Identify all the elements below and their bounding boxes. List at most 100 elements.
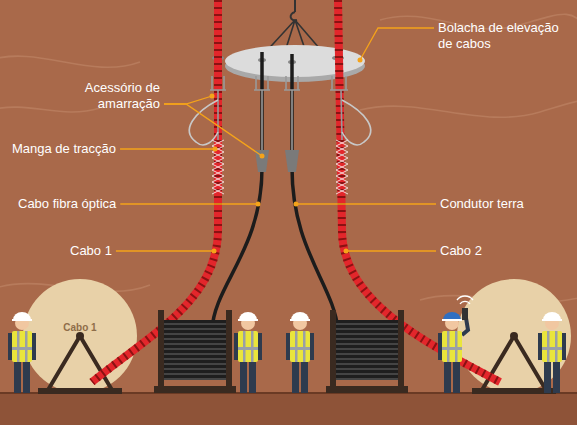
illustration-part: [212, 146, 224, 152]
illustration-part: [291, 12, 297, 20]
illustration-part: [294, 0, 296, 12]
illustration-part: [158, 310, 164, 393]
worker: [8, 312, 36, 393]
illustration-part: [301, 360, 308, 393]
leader-line: [346, 250, 436, 251]
illustration-part: [336, 359, 398, 360]
illustration-part: [330, 76, 348, 90]
illustration-part: [212, 176, 224, 182]
illustration-part: [212, 182, 224, 188]
winches: [154, 310, 408, 393]
illustration-part: [8, 333, 12, 360]
illustration-part: [23, 360, 30, 393]
illustration-part: [542, 347, 562, 350]
illustration-part: [336, 152, 348, 158]
illustration-part: [225, 45, 365, 77]
illustration-part: [234, 333, 238, 360]
power-cables: [92, 0, 500, 382]
illustration-part: [336, 182, 348, 188]
illustration-part: [336, 182, 348, 188]
illustration-part: [38, 388, 122, 394]
callout-label: Bolacha de elevação de cabos: [438, 20, 570, 52]
illustration-part: [212, 188, 224, 194]
illustration-part: [164, 334, 226, 335]
illustration-part: [510, 332, 518, 340]
illustration-part: [398, 310, 404, 393]
worker: [538, 312, 566, 393]
illustration-part: [0, 56, 140, 67]
illustration-part: [336, 188, 348, 194]
illustration-part: [442, 331, 462, 362]
illustration-part: [336, 170, 348, 176]
illustration-part: [342, 100, 371, 145]
attachment-fittings: [189, 76, 370, 150]
illustration-part: [336, 379, 398, 380]
workers: [8, 296, 566, 393]
illustration-part: [336, 374, 398, 375]
illustration-part: [226, 310, 232, 393]
illustration-part: [336, 152, 348, 158]
illustration-part: [290, 319, 310, 321]
illustration-part: [258, 333, 262, 360]
leader-dot: [260, 154, 265, 159]
illustration-part: [472, 388, 556, 394]
leader-line: [120, 203, 258, 204]
illustration-part: [285, 150, 299, 172]
illustration-part: [12, 319, 32, 321]
worker: [438, 296, 473, 393]
illustration-part: [336, 164, 348, 170]
leader-dot: [344, 249, 349, 254]
illustration-part: [14, 360, 21, 393]
worker: [286, 312, 314, 393]
illustration-part: [330, 310, 336, 393]
illustration-part: [336, 324, 398, 325]
illustration-part: [336, 176, 348, 182]
illustration-part: [240, 360, 247, 393]
illustration-part: [0, 107, 100, 112]
illustration-part: [25, 331, 28, 362]
illustration-part: [442, 319, 462, 321]
illustration-part: [291, 312, 309, 320]
illustration-part: [239, 312, 257, 320]
illustration-part: [562, 333, 566, 360]
illustration-part: [238, 319, 258, 321]
illustration-part: [336, 320, 398, 380]
illustration-part: [212, 152, 224, 158]
drum-label: Cabo 1: [63, 322, 96, 334]
earth-conductor: [292, 54, 338, 330]
illustration-part: [212, 164, 224, 170]
cable-drum-right: [457, 279, 571, 394]
illustration-part: [17, 331, 20, 362]
leader-line: [164, 104, 262, 156]
illustration-part: [212, 146, 224, 152]
illustration-part: [238, 331, 258, 362]
illustration-part: [254, 76, 270, 150]
cable-drum-left: [23, 279, 137, 394]
illustration-part: [547, 331, 550, 362]
callout-label: Condutor terra: [440, 196, 524, 212]
leader-dot: [294, 202, 299, 207]
illustration-part: [336, 158, 348, 164]
illustration-part: [251, 331, 254, 362]
callout-label: Acessório de amarração: [66, 80, 160, 112]
illustration-part: [286, 333, 290, 360]
winch: [326, 310, 408, 393]
illustration-part: [212, 176, 224, 182]
leader-line: [360, 28, 434, 60]
illustration-part: [164, 329, 226, 330]
illustration-part: [76, 332, 84, 340]
illustration-part: [455, 331, 458, 362]
illustration-part: [164, 349, 226, 350]
leader-line: [120, 148, 215, 149]
illustration-part: [542, 331, 562, 362]
illustration-part: [13, 312, 31, 320]
ground-strip: [0, 393, 577, 425]
illustration-part: [238, 347, 258, 350]
illustration-part: [336, 188, 348, 194]
illustration-part: [164, 364, 226, 365]
illustration-part: [336, 140, 348, 146]
illustration-part: [310, 333, 314, 360]
